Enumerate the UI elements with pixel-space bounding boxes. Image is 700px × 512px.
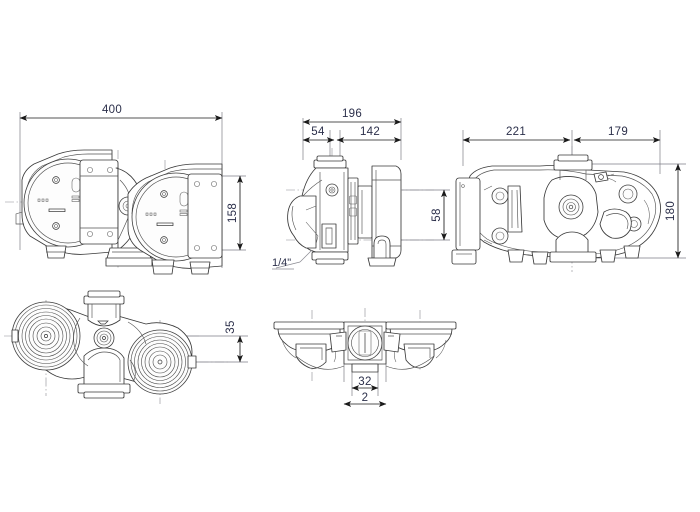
dim-58: 58	[431, 189, 447, 241]
dim-35: 35	[225, 320, 243, 363]
front-left-control-panel	[37, 176, 81, 230]
bottom-plan-right-flange	[127, 329, 197, 395]
dim-32-label: 32	[358, 376, 371, 388]
plan-top-collar	[553, 154, 593, 180]
bottom-end-skirt	[295, 355, 435, 370]
bottom-plan-left-flange	[11, 301, 81, 371]
dim-32: 32	[351, 376, 379, 391]
bottom-end-necks	[329, 331, 401, 353]
dim-196-label: 196	[342, 108, 362, 120]
dim-180-label: 180	[665, 201, 677, 221]
bottom-plan-top-port	[83, 290, 125, 327]
side-foot	[367, 235, 397, 267]
note-quarter-inch-label: 1/4"	[272, 257, 291, 269]
side-centre-boss	[325, 183, 339, 197]
dim-196: 196	[302, 108, 402, 125]
dim-158-label: 158	[227, 203, 239, 223]
view-bottom-plan: 35	[4, 290, 248, 404]
bottom-end-center-block	[343, 321, 387, 373]
dim-158: 158	[227, 175, 243, 251]
dim-142: 142	[336, 126, 402, 143]
side-bottom-flange	[311, 251, 349, 265]
note-quarter-inch: 1/4"	[272, 249, 313, 270]
dim-58-label: 58	[431, 208, 443, 221]
plan-central-hub	[543, 175, 599, 240]
front-feet	[15, 211, 211, 275]
dim-179-label: 179	[608, 126, 628, 138]
plan-left-internal	[483, 185, 523, 245]
dim-221-label: 221	[506, 126, 526, 138]
view-bottom-end: 32 2	[273, 308, 457, 407]
dim-180: 180	[665, 163, 681, 259]
bottom-plan-bottom-port	[77, 347, 131, 399]
side-left-lobe	[287, 195, 319, 249]
side-small-bracket	[321, 223, 337, 249]
dim-400: 400	[19, 104, 223, 121]
view-front-elevation: 400 158	[5, 104, 246, 275]
view-side-elevation: 196 54 142 58	[272, 108, 450, 270]
bottom-end-left-wing	[273, 321, 345, 369]
view-plan: 221 179 180	[451, 126, 686, 272]
dim-221: 221	[462, 126, 571, 143]
dim-35-label: 35	[225, 320, 237, 333]
plan-left-motor-block	[451, 177, 481, 265]
plan-bottom-collar	[549, 231, 597, 263]
dim-400-label: 400	[102, 104, 122, 116]
dim-2-label: 2	[362, 392, 369, 404]
dim-142-label: 142	[360, 126, 380, 138]
front-right-control-panel	[145, 190, 189, 244]
plan-right-internal	[595, 177, 650, 239]
plan-valve-detail	[593, 171, 615, 183]
side-shaft-neck	[347, 177, 373, 245]
front-right-terminal-box	[187, 173, 223, 259]
side-top-collar	[313, 155, 347, 180]
dim-54-label: 54	[311, 126, 325, 138]
dim-54: 54	[302, 126, 335, 143]
bottom-plan-centre-boss	[93, 327, 115, 349]
dim-2: 2	[343, 392, 387, 407]
plan-feet	[507, 245, 641, 265]
bottom-plan-ribs	[73, 317, 147, 381]
bottom-end-right-wing	[385, 321, 457, 369]
front-left-terminal-box	[79, 159, 119, 245]
dim-179: 179	[573, 126, 661, 143]
bottom-plan-marker	[97, 320, 109, 325]
